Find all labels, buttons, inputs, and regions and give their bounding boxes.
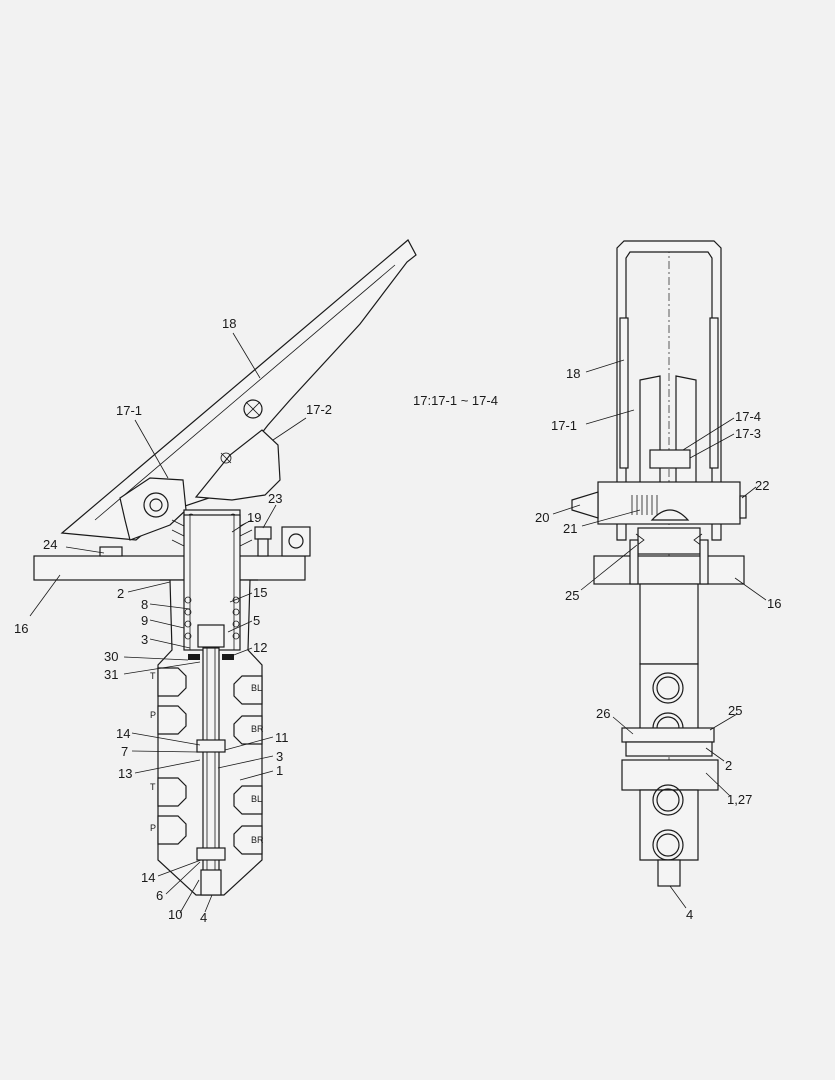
label-7: 7 bbox=[121, 744, 128, 759]
port-t-lower: T bbox=[150, 782, 156, 792]
left-section-view: T P BL BR T P BL BR bbox=[14, 239, 417, 925]
label-16-right: 16 bbox=[767, 596, 781, 611]
port-br-upper: BR bbox=[251, 724, 264, 734]
port-bl-lower: BL bbox=[251, 794, 262, 804]
label-24: 24 bbox=[43, 537, 57, 552]
right-upper-body bbox=[639, 583, 699, 665]
torsion-spring bbox=[631, 495, 658, 515]
label-22: 22 bbox=[755, 478, 769, 493]
label-1: 1 bbox=[276, 763, 283, 778]
label-21: 21 bbox=[563, 521, 577, 536]
pedal-frame bbox=[616, 240, 722, 541]
label-2: 2 bbox=[117, 586, 124, 601]
port-br-lower: BR bbox=[251, 835, 264, 845]
label-17-2: 17-2 bbox=[306, 402, 332, 417]
label-23: 23 bbox=[268, 491, 282, 506]
right-part-labels: 18 17-1 17-4 17-3 22 20 21 25 16 26 25 2… bbox=[535, 366, 781, 922]
cam-plate bbox=[194, 429, 281, 501]
label-6: 6 bbox=[156, 888, 163, 903]
label-13: 13 bbox=[118, 766, 132, 781]
label-15: 15 bbox=[253, 585, 267, 600]
label-14-upper: 14 bbox=[116, 726, 130, 741]
label-17-3: 17-3 bbox=[735, 426, 761, 441]
label-4: 4 bbox=[200, 910, 207, 925]
left-ports bbox=[157, 667, 187, 845]
right-leader-lines bbox=[552, 359, 767, 909]
label-12: 12 bbox=[253, 640, 267, 655]
port-p-upper: P bbox=[150, 710, 156, 720]
label-8: 8 bbox=[141, 597, 148, 612]
part-note: 17:17-1 ~ 17-4 bbox=[413, 393, 498, 408]
label-2-right: 2 bbox=[725, 758, 732, 773]
label-10: 10 bbox=[168, 907, 182, 922]
label-16: 16 bbox=[14, 621, 28, 636]
label-18: 18 bbox=[222, 316, 236, 331]
right-base-plate bbox=[593, 555, 745, 585]
port-t-upper: T bbox=[150, 671, 156, 681]
label-30: 30 bbox=[104, 649, 118, 664]
left-leader-lines bbox=[29, 332, 307, 914]
label-11: 11 bbox=[275, 730, 289, 745]
label-4-right: 4 bbox=[686, 907, 693, 922]
label-20: 20 bbox=[535, 510, 549, 525]
label-26: 26 bbox=[596, 706, 610, 721]
port-p-lower: P bbox=[150, 823, 156, 833]
base-plate bbox=[33, 555, 306, 581]
right-ports bbox=[233, 675, 263, 855]
port-bl-upper: BL bbox=[251, 683, 262, 693]
label-17-4: 17-4 bbox=[735, 409, 761, 424]
spool bbox=[202, 647, 220, 879]
left-part-labels: 18 17-1 17-2 23 19 24 16 2 15 8 9 5 3 12… bbox=[14, 316, 332, 925]
label-5: 5 bbox=[253, 613, 260, 628]
label-3-upper: 3 bbox=[141, 632, 148, 647]
label-19: 19 bbox=[247, 510, 261, 525]
label-17-1: 17-1 bbox=[116, 403, 142, 418]
label-31: 31 bbox=[104, 667, 118, 682]
right-flange bbox=[621, 759, 719, 791]
label-25-upper: 25 bbox=[565, 588, 579, 603]
label-17-1-right: 17-1 bbox=[551, 418, 577, 433]
label-25-lower: 25 bbox=[728, 703, 742, 718]
label-1-27: 1,27 bbox=[727, 792, 752, 807]
label-3-lower: 3 bbox=[276, 749, 283, 764]
right-front-view: 18 17-1 17-4 17-3 22 20 21 25 16 26 25 2… bbox=[535, 240, 781, 922]
pedal-bracket bbox=[119, 477, 187, 541]
label-14-lower: 14 bbox=[141, 870, 155, 885]
label-9: 9 bbox=[141, 613, 148, 628]
label-18-right: 18 bbox=[566, 366, 580, 381]
